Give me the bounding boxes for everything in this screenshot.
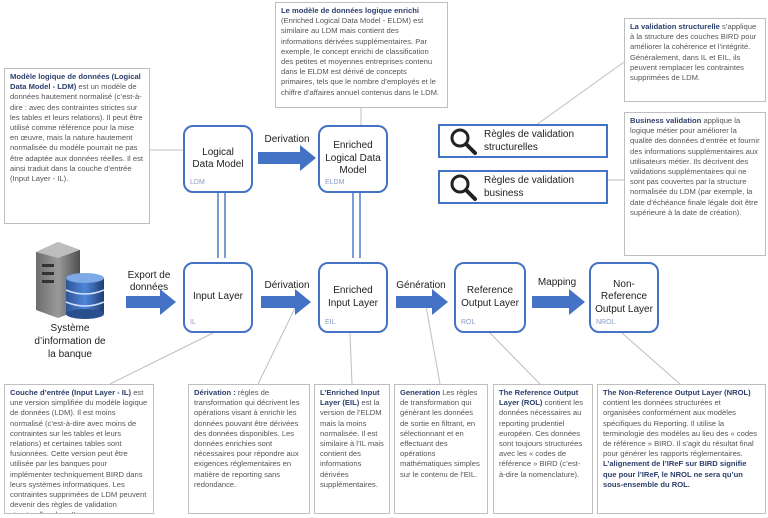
note-generation: Generation Les règles de transformation … — [394, 384, 488, 514]
business-validation-rules: Règles de validation business — [438, 170, 608, 204]
generation-arrow — [396, 289, 448, 315]
note-eldm: Le modèle de données logique enrichi (En… — [275, 2, 448, 108]
connector-il — [109, 332, 214, 385]
note-nrol: The Non-Reference Output Layer (NROL) co… — [597, 384, 766, 514]
connector-nrol — [621, 332, 681, 385]
note-business-validation: Business validation applique la logique … — [624, 112, 766, 256]
connector-rol — [489, 332, 541, 385]
connector-eil — [349, 332, 353, 385]
mapping-arrow — [532, 289, 585, 315]
box-reference-output-layer: Reference Output Layer ROL — [454, 262, 526, 333]
connector-structural — [531, 61, 625, 129]
label-mapping: Mapping — [537, 277, 577, 288]
box-non-reference-output-layer: Non-Reference Output Layer NROL — [589, 262, 659, 333]
note-rol: The Reference Output Layer (ROL) contien… — [493, 384, 593, 514]
note-derivation: Dérivation : règles de transformation qu… — [188, 384, 310, 514]
magnifier-icon — [450, 128, 477, 155]
connector-derivation — [257, 305, 297, 385]
box-input-layer: Input Layer IL — [183, 262, 253, 333]
box-logical-data-model: Logical Data Model LDM — [183, 125, 253, 193]
label-derivation-bottom: Dérivation — [264, 280, 310, 291]
structural-validation-rules: Règles de validation structurelles — [438, 124, 608, 158]
note-input-layer: Couche d’entrée (Input Layer - IL) est u… — [4, 384, 154, 514]
note-structural-validation: La validation structurelle s’applique à … — [624, 18, 766, 102]
connector-generation — [425, 305, 441, 385]
derivation-top-arrow — [258, 145, 316, 171]
label-derivation-top: Derivation — [264, 134, 310, 145]
label-generation: Génération — [396, 280, 446, 291]
note-eil: L’Enriched Input Layer (EIL) est la vers… — [314, 384, 390, 514]
magnifier-icon — [450, 174, 477, 201]
box-enriched-input-layer: Enriched Input Layer EIL — [318, 262, 388, 333]
derivation-bottom-arrow — [261, 289, 311, 315]
label-export: Export de données — [127, 270, 171, 293]
database-server-icon — [36, 242, 105, 319]
box-enriched-logical-data-model: Enriched Logical Data Model ELDM — [318, 125, 388, 193]
export-arrow — [126, 289, 176, 315]
source-system-label: Système d’information de la banque — [34, 323, 106, 360]
note-ldm: Modèle logique de données (Logical Data … — [4, 68, 150, 224]
